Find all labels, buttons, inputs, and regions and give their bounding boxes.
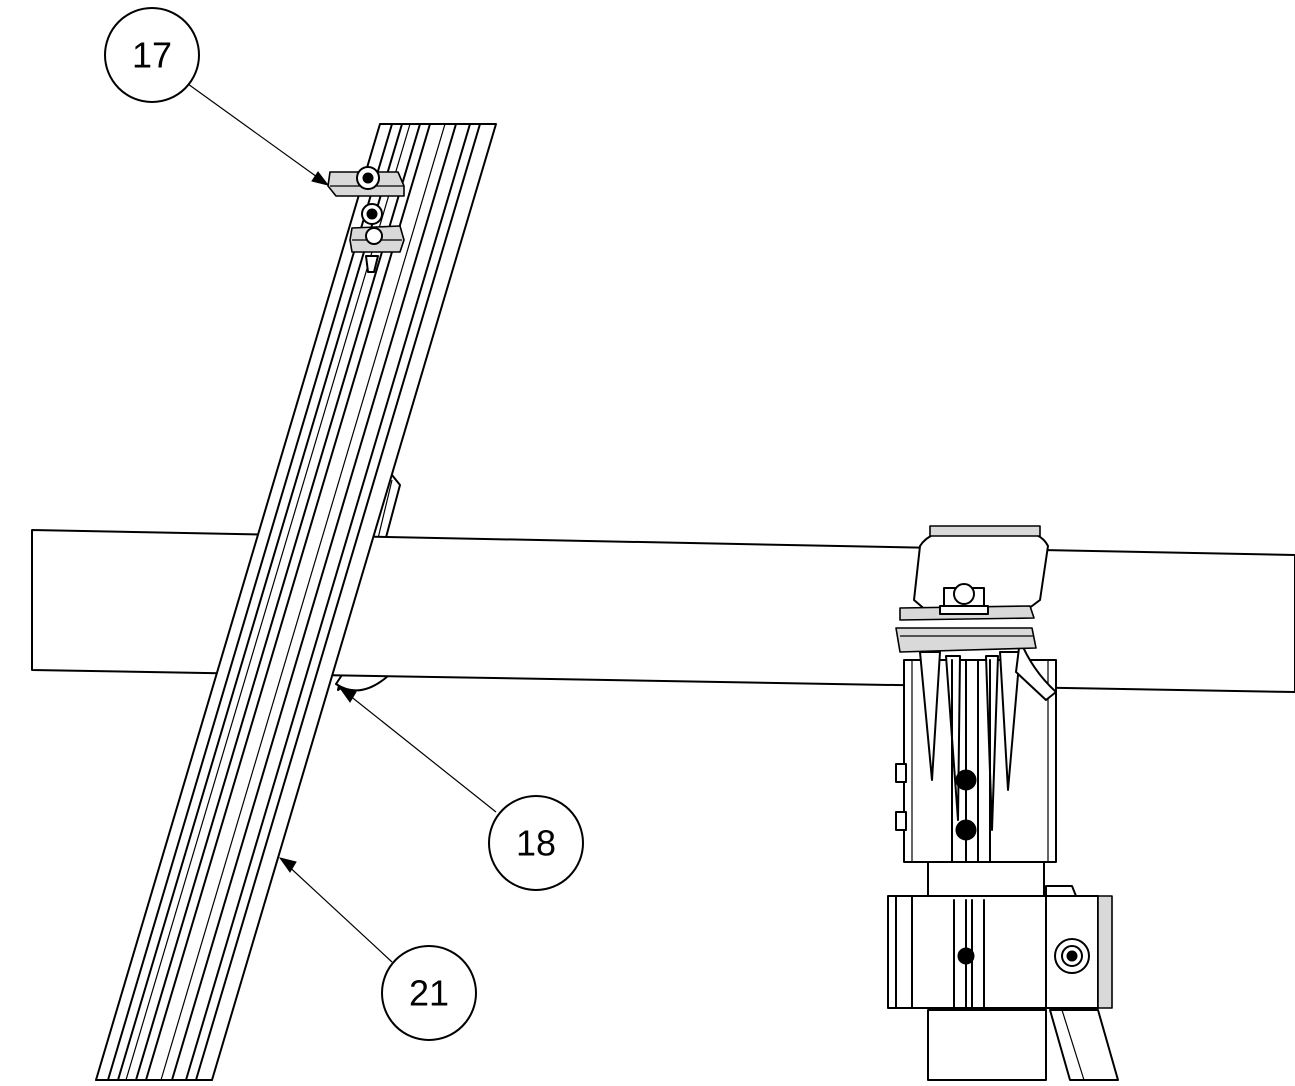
pole-mount-assembly	[887, 525, 1119, 1081]
balloon-18-label: 18	[516, 823, 556, 864]
balloon-17: 17	[104, 7, 200, 103]
rail-clamp-17	[327, 166, 405, 273]
balloon-17-label: 17	[132, 35, 172, 76]
rail-profile-21	[95, 123, 497, 1081]
balloon-21-label: 21	[409, 973, 449, 1014]
leader-lines	[187, 83, 497, 963]
balloon-18: 18	[488, 795, 584, 891]
balloon-21: 21	[381, 945, 477, 1041]
